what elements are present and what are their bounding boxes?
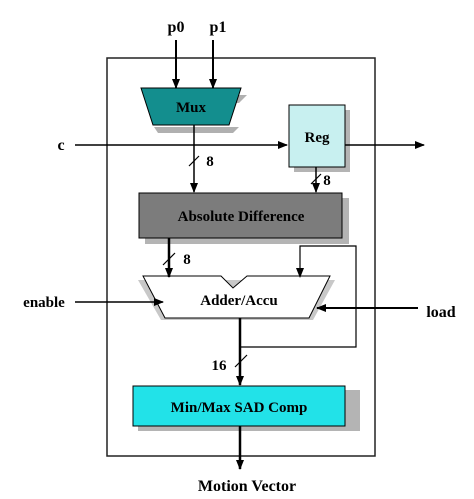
absdiff-bus-width: 8: [183, 252, 191, 268]
input-p1-label: p1: [210, 19, 227, 36]
input-p0-label: p0: [168, 19, 185, 36]
feedback-loop: [240, 245, 357, 348]
reg-bus-slash: [310, 173, 322, 185]
mux-label: Mux: [176, 100, 207, 116]
comp-block: Min/Max SAD Comp: [132, 385, 360, 431]
comp-label: Min/Max SAD Comp: [171, 400, 308, 416]
input-load-label: load: [426, 304, 455, 321]
adder-block: Adder/Accu: [138, 275, 335, 320]
input-c-label: c: [57, 137, 64, 154]
absdiff-box: [138, 192, 343, 239]
comp-box: [132, 385, 346, 427]
absdiff-block: Absolute Difference: [138, 192, 349, 244]
reg-box: [288, 104, 346, 168]
output-label: Motion Vector: [198, 478, 296, 495]
adder-label: Adder/Accu: [200, 293, 278, 309]
adder-bus-width: 16: [212, 358, 228, 374]
reg-block: Reg: [288, 104, 350, 172]
mux-bus-width: 8: [206, 154, 214, 170]
reg-bus-width: 8: [323, 173, 331, 189]
reg-label: Reg: [305, 130, 330, 146]
mux-block: Mux: [140, 87, 247, 133]
input-enable-label: enable: [23, 295, 65, 311]
mux-bus-slash: [188, 155, 200, 167]
absdiff-label: Absolute Difference: [178, 209, 305, 225]
adder-bus-slash: [234, 354, 248, 368]
absdiff-bus-slash: [162, 252, 176, 266]
